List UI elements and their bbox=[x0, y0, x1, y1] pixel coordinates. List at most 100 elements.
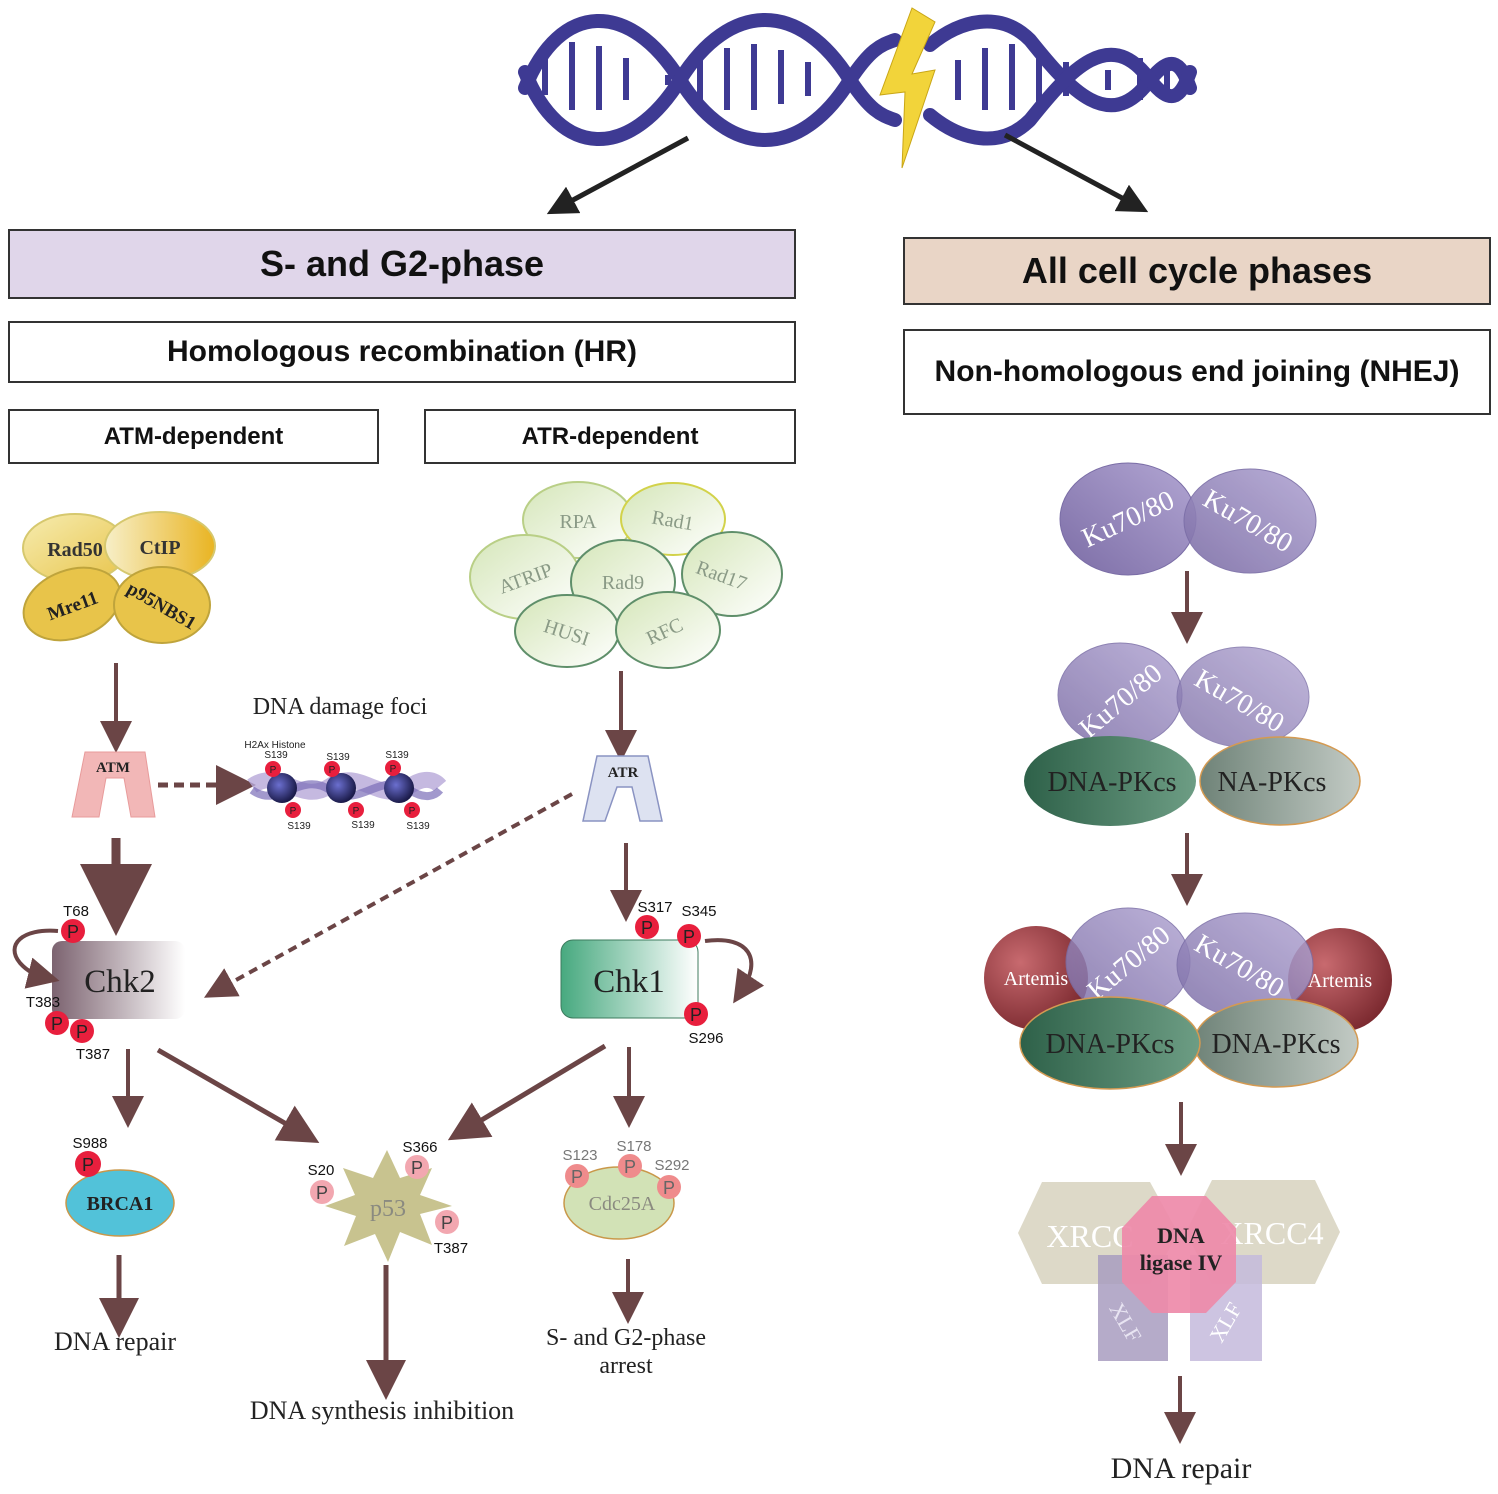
brca1-label: BRCA1 bbox=[87, 1193, 154, 1215]
chk1-phospho-s345: P S345 bbox=[677, 903, 717, 948]
svg-text:P: P bbox=[290, 806, 297, 817]
svg-text:P: P bbox=[51, 1014, 63, 1034]
cdc25a-protein: Cdc25A P S123 P S178 P S292 bbox=[562, 1138, 690, 1240]
foci-phospho-bottom-2: P S139 bbox=[348, 802, 375, 831]
mrn-complex: Rad50 CtIP Mre11 p95NBS1 bbox=[22, 511, 216, 644]
lightning-bolt-icon bbox=[879, 7, 936, 169]
s-g2-phase-title: S- and G2-phase bbox=[259, 243, 545, 284]
svg-text:P: P bbox=[441, 1213, 453, 1233]
chk2-kinase: Chk2 bbox=[12, 928, 185, 1019]
svg-text:S139: S139 bbox=[385, 750, 409, 761]
foci-phospho-top-2: P S139 bbox=[324, 752, 350, 777]
artemis-complex: Artemis Artemis Ku70/80 Ku70/80 DNA-PKcs… bbox=[984, 907, 1392, 1090]
chk1-label: Chk1 bbox=[593, 964, 665, 1000]
atr-to-chk2-arrow bbox=[204, 792, 573, 998]
brca1-phospho-s988: P S988 bbox=[72, 1135, 108, 1177]
xrcc4-partial-label: XRCC bbox=[1046, 1218, 1133, 1254]
svg-text:S345: S345 bbox=[681, 903, 716, 920]
nhej-title: Non-homologous end joining (NHEJ) bbox=[934, 355, 1460, 388]
dna-ligase-iv bbox=[1122, 1196, 1236, 1313]
svg-text:P: P bbox=[82, 1155, 94, 1175]
p53-phospho-t387: P T387 bbox=[434, 1210, 468, 1257]
chk2-phospho-t68: P T68 bbox=[61, 903, 89, 943]
dnapkcs-label-1: DNA-PKcs bbox=[1047, 767, 1176, 798]
s-g2-phase-header: S- and G2-phase bbox=[8, 229, 796, 299]
ku-heterodimer: Ku70/80 Ku70/80 bbox=[1059, 462, 1317, 576]
atr-label: ATR bbox=[608, 765, 639, 781]
ligase-complex: XRCC XRCC4 DNA ligase IV XLF XLF bbox=[1018, 1180, 1340, 1361]
rad50-label: Rad50 bbox=[47, 539, 103, 561]
chk1-to-p53-arrow bbox=[447, 1043, 607, 1141]
nhej-header: Non-homologous end joining (NHEJ) bbox=[903, 329, 1491, 415]
p53-phospho-s20: P S20 bbox=[308, 1162, 335, 1204]
svg-text:P: P bbox=[641, 918, 653, 938]
svg-text:P: P bbox=[329, 765, 336, 776]
foci-phospho-top-1: P S139 bbox=[264, 750, 288, 777]
chk2-phospho-t387: P T387 bbox=[70, 1019, 110, 1063]
dna-repair-right-label: DNA repair bbox=[1111, 1452, 1252, 1485]
helix-to-all-phases-arrow bbox=[1003, 132, 1149, 213]
cdc25a-label: Cdc25A bbox=[589, 1193, 656, 1215]
svg-text:P: P bbox=[316, 1183, 328, 1203]
svg-text:S292: S292 bbox=[654, 1157, 689, 1174]
svg-text:P: P bbox=[76, 1022, 88, 1042]
p53-label: p53 bbox=[370, 1196, 406, 1222]
artemis-label-left: Artemis bbox=[1004, 968, 1069, 990]
atr-complex: RPA Rad1 ATRIP Rad9 Rad17 HUSI RFC bbox=[469, 481, 783, 669]
svg-text:T68: T68 bbox=[63, 903, 89, 920]
histone-1 bbox=[267, 773, 297, 803]
xrcc4-label: XRCC4 bbox=[1220, 1215, 1323, 1251]
svg-text:S139: S139 bbox=[287, 821, 311, 832]
cdc25a-phospho-s123: P S123 bbox=[562, 1147, 598, 1188]
atm-kinase: ATM bbox=[71, 751, 156, 818]
dna-damage-foci-title: DNA damage foci bbox=[253, 694, 428, 720]
chk1-autophospho-arrow bbox=[704, 938, 765, 1004]
chk2-label: Chk2 bbox=[84, 964, 156, 1000]
arrest-label-line1: S- and G2-phase bbox=[546, 1325, 706, 1351]
rad17-ellipse bbox=[681, 531, 783, 617]
svg-text:S139: S139 bbox=[406, 821, 430, 832]
p53-phospho-s366: P S366 bbox=[402, 1139, 438, 1179]
dnapkcs-label-3: DNA-PKcs bbox=[1211, 1029, 1340, 1060]
svg-text:P: P bbox=[67, 922, 79, 942]
atr-dependent-title: ATR-dependent bbox=[521, 422, 699, 450]
chk2-phospho-t383: P T383 bbox=[26, 994, 69, 1035]
atm-label: ATM bbox=[96, 760, 130, 776]
cdc25a-phospho-s178: P S178 bbox=[616, 1138, 652, 1178]
foci-phospho-bottom-1: P S139 bbox=[285, 802, 311, 832]
svg-text:P: P bbox=[390, 764, 397, 775]
foci-phospho-bottom-3: P S139 bbox=[404, 802, 430, 832]
svg-text:S317: S317 bbox=[637, 899, 672, 916]
rfc-ellipse bbox=[615, 591, 721, 669]
histone-label: H2Ax Histone bbox=[244, 740, 306, 751]
dna-helix-icon bbox=[518, 13, 1197, 147]
chk2-to-p53-arrow bbox=[156, 1047, 320, 1143]
svg-text:S178: S178 bbox=[616, 1138, 651, 1155]
all-phases-header: All cell cycle phases bbox=[903, 237, 1491, 305]
svg-text:P: P bbox=[683, 927, 695, 947]
helix-to-s-g2-arrow bbox=[546, 135, 690, 215]
atr-dependent-header: ATR-dependent bbox=[424, 409, 796, 464]
all-phases-title: All cell cycle phases bbox=[1021, 250, 1373, 291]
p53-protein: p53 P S20 P S366 P T387 bbox=[308, 1139, 468, 1262]
svg-text:S20: S20 bbox=[308, 1162, 335, 1179]
svg-text:S366: S366 bbox=[402, 1139, 437, 1156]
chk1-phospho-s296: P S296 bbox=[684, 1002, 724, 1047]
svg-text:P: P bbox=[353, 806, 360, 817]
h2ax-histone-foci: H2Ax Histone P S139 P S139 P S139 bbox=[244, 740, 447, 832]
foci-phospho-top-3: P S139 bbox=[385, 750, 409, 776]
svg-text:P: P bbox=[571, 1167, 583, 1187]
nbs1-ellipse bbox=[113, 566, 211, 644]
cdc25a-phospho-s292: P S292 bbox=[654, 1157, 690, 1199]
chk2-autophospho-arrow bbox=[12, 928, 60, 989]
svg-text:P: P bbox=[663, 1178, 675, 1198]
svg-text:T387: T387 bbox=[434, 1240, 468, 1257]
atm-dependent-title: ATM-dependent bbox=[103, 422, 284, 450]
atr-kinase: ATR bbox=[582, 755, 663, 822]
atm-dependent-header: ATM-dependent bbox=[8, 409, 379, 464]
ctip-label: CtIP bbox=[139, 537, 180, 559]
arrest-label-line2: arrest bbox=[599, 1353, 653, 1379]
rpa-label: RPA bbox=[559, 511, 597, 533]
